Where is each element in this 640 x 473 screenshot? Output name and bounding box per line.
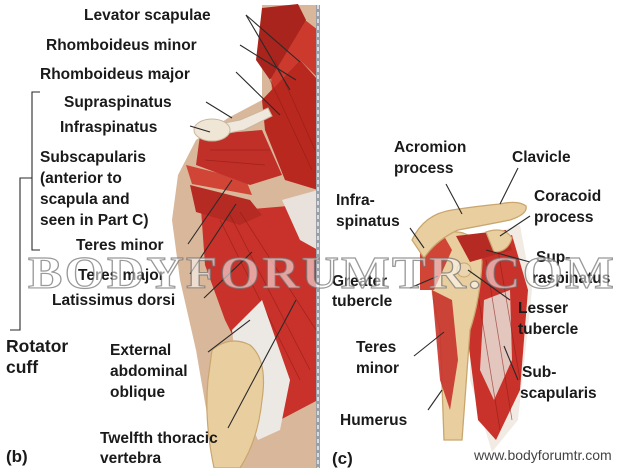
label-supraspinatus-c-line2: raspinatus (532, 270, 610, 287)
panel-c-labels: Acromion process Clavicle Infra- spinatu… (332, 139, 610, 468)
label-coracoid: Coracoid (534, 188, 601, 205)
label-lesser-tubercle-line2: tubercle (518, 321, 579, 338)
label-acromion: Acromion (394, 139, 466, 156)
panel-b-labels: Levator scapulae Rhomboideus minor Rhomb… (6, 7, 218, 467)
panel-c-illustration (411, 201, 532, 452)
label-external-line2: abdominal (110, 363, 188, 380)
label-greater-tubercle: Greater (332, 273, 387, 290)
teres-minor-c-muscle (432, 290, 458, 410)
label-twelfth-thoracic-line2: vertebra (100, 450, 162, 467)
label-clavicle: Clavicle (512, 149, 571, 166)
label-levator-scapulae: Levator scapulae (84, 7, 211, 24)
label-humerus: Humerus (340, 412, 407, 429)
levator-scapulae-muscle (256, 4, 306, 80)
label-rotator-cuff-line2: cuff (6, 357, 38, 377)
watermark-text: BODYFORUMTR.COM (28, 247, 616, 298)
label-infraspinatus: Infraspinatus (60, 119, 157, 136)
panel-b-leaders (187, 14, 301, 429)
label-supraspinatus-c: Sup- (536, 249, 570, 266)
label-teres-minor-c-line2: minor (356, 360, 399, 377)
label-rhomboideus-major: Rhomboideus major (40, 66, 190, 83)
label-teres-minor: Teres minor (76, 237, 164, 254)
label-external-line3: oblique (110, 384, 165, 401)
panel-c-leaders (409, 167, 531, 411)
label-subscapularis-line2: (anterior to (40, 170, 122, 187)
label-rhomboideus-minor: Rhomboideus minor (46, 37, 197, 54)
label-coracoid-line2: process (534, 209, 593, 226)
watermark-url: www.bodyforumtr.com (473, 447, 612, 463)
label-latissimus-dorsi: Latissimus dorsi (52, 292, 175, 309)
label-greater-tubercle-line2: tubercle (332, 293, 393, 310)
iliac-crest-bone (206, 340, 265, 469)
label-lesser-tubercle: Lesser (518, 300, 568, 317)
label-subscapularis-line4: seen in Part C) (40, 212, 149, 229)
watermark: BODYFORUMTR.COM www.bodyforumtr.com (27, 246, 616, 463)
label-twelfth-thoracic: Twelfth thoracic (100, 430, 218, 447)
acromion-clavicle-bone (411, 201, 527, 260)
panel-c-letter: (c) (332, 449, 353, 468)
label-teres-major: Teres major (78, 267, 165, 284)
label-infra: Infra- (336, 192, 375, 209)
label-rotator-cuff: Rotator (6, 336, 68, 356)
label-subscapularis-c-line2: scapularis (520, 385, 597, 402)
label-external: External (110, 342, 171, 359)
label-infra-line2: spinatus (336, 213, 400, 230)
label-teres-minor-c: Teres (356, 339, 396, 356)
rotator-cuff-bracket (10, 91, 40, 331)
label-subscapularis-line3: scapula and (40, 191, 130, 208)
infraspinatus-muscle (196, 130, 282, 185)
label-subscapularis: Subscapularis (40, 149, 146, 166)
label-acromion-line2: process (394, 160, 453, 177)
teres-minor-muscle (186, 165, 252, 195)
coracoid-bone (485, 229, 513, 253)
panel-b-letter: (b) (6, 447, 28, 466)
label-supraspinatus: Supraspinatus (64, 94, 172, 111)
panel-b-illustration (172, 4, 320, 469)
label-subscapularis-c: Sub- (522, 364, 556, 381)
